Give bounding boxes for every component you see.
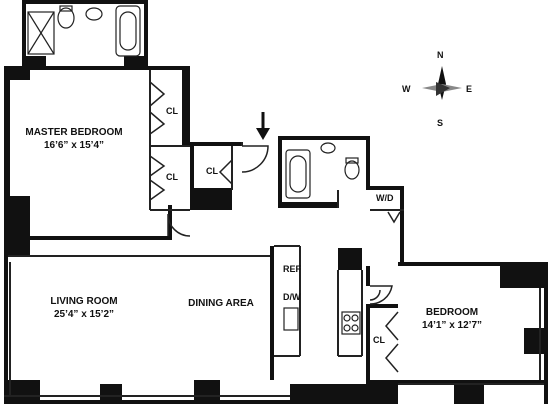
- bathtub-inner-second: [289, 155, 307, 193]
- burner-1: [343, 314, 351, 322]
- master-cl2-door-a: [149, 155, 166, 177]
- dishwasher-label: D/W: [283, 292, 301, 302]
- kitchen-fixtures: [283, 307, 361, 335]
- bedroom-right-pier: [524, 328, 548, 354]
- bedroom-cl-top: [368, 304, 398, 308]
- bath-right-wall: [144, 0, 148, 66]
- master-right-wall: [182, 66, 190, 142]
- washer-dryer-label: W/D: [376, 193, 394, 203]
- bath-top-wall: [22, 0, 148, 4]
- bedroom-cl-door-a: [385, 311, 399, 341]
- bath-corner-right: [124, 56, 148, 70]
- master-left-pier: [4, 196, 30, 256]
- hall-closet-label: CL: [206, 166, 218, 176]
- partitions: [4, 70, 544, 397]
- living-room-dims: 25’4” x 15’2”: [54, 309, 114, 320]
- burner-2: [351, 314, 359, 322]
- living-room-label: LIVING ROOM: [50, 296, 117, 307]
- hall-top-wall: [182, 142, 242, 146]
- walls: [4, 0, 548, 404]
- compass-west: W: [402, 84, 411, 94]
- shower-stall: [27, 11, 55, 55]
- bedroom-cl-wall: [366, 304, 370, 384]
- living-pier-1: [100, 384, 122, 404]
- bedroom-door-jamb-top: [366, 266, 370, 286]
- burner-3: [343, 324, 351, 332]
- hall-cl-door: [218, 159, 233, 185]
- bath2-right-wall: [366, 136, 370, 190]
- living-bottom-wall: [4, 400, 294, 404]
- hall-door-arc: [369, 289, 381, 301]
- master-bottom-wall: [26, 236, 168, 240]
- kitchen-bottom-wall: [290, 384, 372, 404]
- bedroom-door: [369, 285, 393, 305]
- master-corner-top: [4, 66, 30, 80]
- burner-4: [351, 324, 359, 332]
- compass-north: N: [437, 50, 444, 60]
- bath2-left-wall: [278, 136, 282, 208]
- second-bath-fixtures: [285, 142, 360, 199]
- bedroom-label: BEDROOM: [426, 307, 478, 318]
- master-closet-2-label: CL: [166, 172, 178, 182]
- master-cl2-door-b: [149, 179, 166, 201]
- master-top-wall-right: [148, 66, 190, 70]
- toilet-bowl-second: [344, 160, 360, 180]
- bedroom-dims: 14’1” x 12’7”: [422, 320, 482, 331]
- living-pier-2: [194, 380, 220, 404]
- refrigerator-label: REF: [283, 264, 302, 274]
- hall-cl-left-wall: [190, 146, 194, 210]
- bath2-bottom-wall: [278, 202, 338, 208]
- master-cl1-door-b: [149, 111, 166, 135]
- compass-rose-icon: N S E W: [402, 50, 472, 128]
- master-closet-1-label: CL: [166, 106, 178, 116]
- kitchen-left-wall: [270, 246, 274, 380]
- living-left-wall: [4, 256, 8, 404]
- master-bedroom-label: MASTER BEDROOM: [25, 127, 122, 138]
- wd-door: [387, 211, 401, 224]
- bath-left-wall: [22, 0, 26, 66]
- wd-right-wall: [400, 186, 404, 262]
- bedroom-corner-top: [500, 262, 548, 288]
- doors: [149, 81, 401, 373]
- master-left-wall: [4, 66, 10, 226]
- master-cl1-door-a: [149, 81, 166, 107]
- kitchen-pier: [338, 248, 362, 270]
- hall-door: [241, 145, 269, 173]
- entry-arrow-icon: [256, 112, 270, 140]
- bathtub-inner-master: [119, 11, 137, 51]
- bathtub-second: [285, 149, 311, 199]
- master-bath-fixtures: [27, 5, 141, 57]
- toilet-tank-second: [345, 157, 359, 164]
- master-bedroom-door: [167, 213, 191, 237]
- bathtub-master: [115, 5, 141, 57]
- shower-cross-b: [27, 11, 55, 55]
- wd-top-wall: [366, 186, 404, 190]
- bedroom-top-wall: [398, 262, 504, 266]
- sink-second: [320, 142, 336, 154]
- bedroom-cl-door-b: [385, 343, 399, 373]
- cooktop: [341, 311, 361, 335]
- bedroom-bottom-wall: [370, 380, 548, 384]
- kitchen-sink: [283, 307, 299, 331]
- sink-master: [85, 7, 103, 21]
- master-top-wall: [46, 66, 126, 70]
- compass-south: S: [437, 118, 443, 128]
- toilet-tank-master: [59, 5, 73, 12]
- master-bedroom-dims: 16’6” x 15’4”: [44, 140, 104, 151]
- bath2-top-wall: [278, 136, 370, 140]
- hall-pier: [190, 188, 232, 210]
- toilet-bowl-master: [57, 7, 75, 29]
- bedroom-closet-label: CL: [373, 335, 385, 345]
- bedroom-pier-bottom: [454, 384, 484, 404]
- bedroom-corner-bottom: [370, 380, 398, 404]
- dining-area-label: DINING AREA: [188, 298, 254, 309]
- compass-east: E: [466, 84, 472, 94]
